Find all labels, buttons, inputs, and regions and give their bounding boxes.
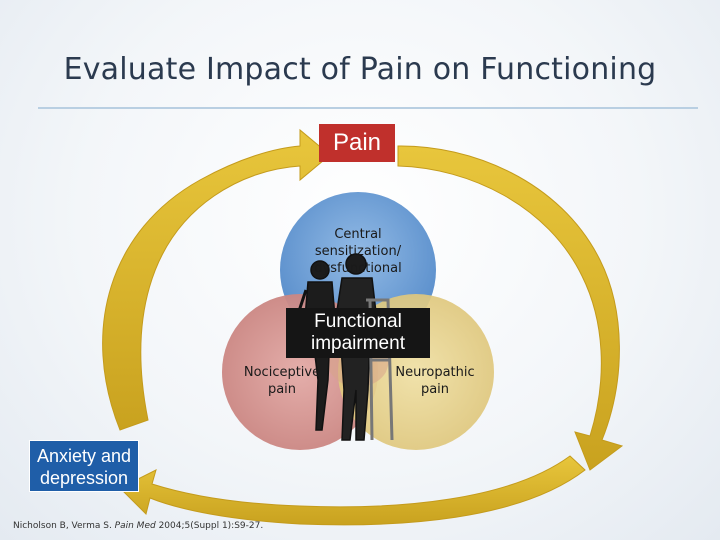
title-divider (38, 107, 698, 109)
functional-line-1: Functional (314, 311, 402, 332)
anxiety-line-1: Anxiety and (36, 446, 132, 466)
anxiety-depression-box: Anxiety and depression (29, 440, 139, 492)
anxiety-line-2: depression (39, 468, 129, 488)
neuro-label-line-1: Neuropathic (395, 365, 475, 380)
slide-title: Evaluate Impact of Pain on Functioning (63, 52, 657, 87)
noci-label-line-1: Nociceptive (243, 365, 321, 380)
neuropathic-pain-label: Neuropathic pain (385, 364, 485, 398)
citation-prefix: Nicholson B, Verma S. (13, 521, 115, 531)
central-label-line-3: dysfunctional (314, 261, 402, 276)
central-sensitization-label: Central sensitization/ dysfunctional (308, 226, 408, 277)
arrow-anxiety-to-pain (102, 128, 331, 431)
functional-impairment-box: Functional impairment (286, 308, 430, 358)
nociceptive-pain-label: Nociceptive pain (232, 364, 332, 398)
cycle-arrows (102, 128, 624, 526)
citation-suffix: 2004;5(Suppl 1):S9-27. (155, 521, 264, 531)
functional-line-2: impairment (311, 333, 405, 354)
central-label-line-2: sensitization/ (314, 244, 402, 259)
citation: Nicholson B, Verma S. Pain Med 2004;5(Su… (13, 521, 413, 531)
citation-journal: Pain Med (114, 521, 156, 531)
neuro-label-line-2: pain (420, 382, 450, 397)
central-label-line-1: Central (334, 227, 382, 242)
arrow-to-anxiety (119, 455, 586, 526)
noci-label-line-2: pain (267, 382, 297, 397)
arrow-pain-to-right (397, 145, 624, 471)
pain-box: Pain (319, 124, 395, 162)
